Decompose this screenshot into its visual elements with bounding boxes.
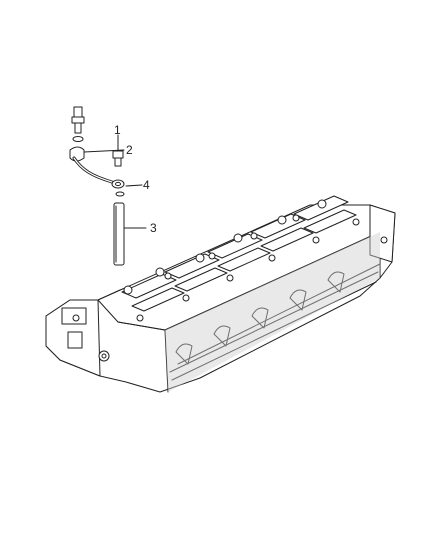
stud-part-3 xyxy=(113,202,147,266)
fuel-line-assembly xyxy=(69,106,143,197)
shading xyxy=(165,232,380,392)
callout-2: 2 xyxy=(126,143,133,157)
bolt-part-1 xyxy=(112,134,124,167)
callout-1: 1 xyxy=(114,123,121,137)
cylinder-head xyxy=(45,195,396,393)
callout-4: 4 xyxy=(143,178,150,192)
callout-3: 3 xyxy=(150,221,157,235)
